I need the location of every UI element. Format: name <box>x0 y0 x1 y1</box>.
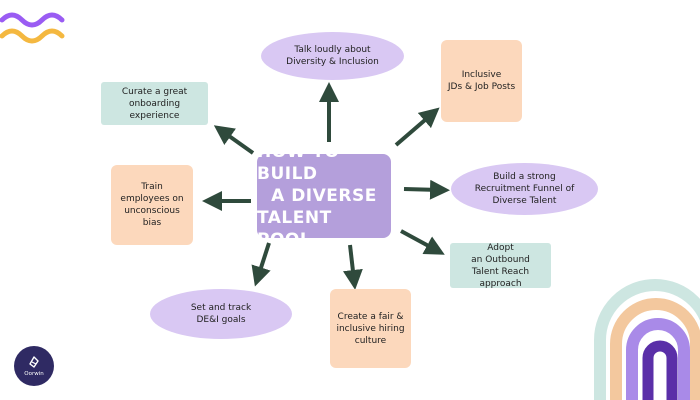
node-outbound-talent-line-1: Adopt <box>487 242 514 253</box>
node-recruitment-funnel-line-3: Diverse Talent <box>492 196 557 206</box>
node-recruitment-funnel: Build a strong Recruitment Funnel of Div… <box>451 163 598 215</box>
node-recruitment-funnel-line-1: Build a strong <box>493 172 556 182</box>
node-outbound-talent: Adopt an Outbound Talent Reach approach <box>450 242 551 289</box>
node-fair-hiring-culture-line-1: Create a fair & <box>337 311 404 322</box>
oorwin-logo-text: Oorwin <box>24 370 44 377</box>
node-onboarding-experience-line-2: onboarding experience <box>128 98 181 121</box>
center-title-line-3: TALENT POOL <box>257 208 332 250</box>
node-fair-hiring-culture-line-2: inclusive hiring <box>336 323 405 334</box>
node-onboarding-experience-line-1: Curate a great <box>121 86 188 97</box>
node-dei-goals: Set and track DE&I goals <box>150 289 292 339</box>
node-unconscious-bias-line-1: Train <box>141 182 163 192</box>
arrow-to-bottom-right <box>342 244 363 290</box>
arrow-to-right-lower <box>400 229 445 255</box>
node-outbound-talent-line-3: Talent Reach approach <box>471 266 530 289</box>
node-inclusive-jds: Inclusive JDs & Job Posts <box>441 40 522 122</box>
oorwin-logo: Oorwin <box>14 346 54 386</box>
squiggle-decoration <box>0 12 65 44</box>
node-fair-hiring-culture: Create a fair & inclusive hiring culture <box>330 289 411 368</box>
node-outbound-talent-line-2: an Outbound <box>471 254 530 265</box>
node-talk-loudly: Talk loudly about Diversity & Inclusion <box>261 32 404 80</box>
node-unconscious-bias-line-3: unconscious bias <box>124 206 180 228</box>
rainbow-arcs-decoration <box>594 279 700 400</box>
arrow-to-top-right <box>394 107 440 147</box>
arrow-to-bottom-left <box>251 242 271 287</box>
node-dei-goals-line-1: Set and track <box>190 303 252 313</box>
center-title-line-2: A DIVERSE <box>271 186 377 206</box>
node-recruitment-funnel-line-2: Recruitment Funnel of <box>474 184 575 194</box>
node-dei-goals-line-2: DE&I goals <box>196 315 246 325</box>
node-inclusive-jds-line-1: Inclusive <box>461 70 502 80</box>
arrow-to-right-upper <box>403 179 450 200</box>
node-unconscious-bias: Train employees on unconscious bias <box>111 165 193 245</box>
oorwin-logo-mark <box>29 355 39 368</box>
node-fair-hiring-culture-line-3: culture <box>354 335 387 346</box>
node-inclusive-jds-line-2: JDs & Job Posts <box>447 82 516 92</box>
center-title-line-1: HOW TO BUILD <box>257 142 340 184</box>
node-talk-loudly-line-1: Talk loudly about <box>294 45 371 55</box>
node-unconscious-bias-line-2: employees on <box>120 194 184 204</box>
node-talk-loudly-line-2: Diversity & Inclusion <box>286 57 379 67</box>
center-title: HOW TO BUILD A DIVERSE TALENT POOL <box>257 142 391 250</box>
node-onboarding-experience: Curate a great onboarding experience <box>101 82 208 125</box>
arrow-to-top-left <box>213 125 255 155</box>
